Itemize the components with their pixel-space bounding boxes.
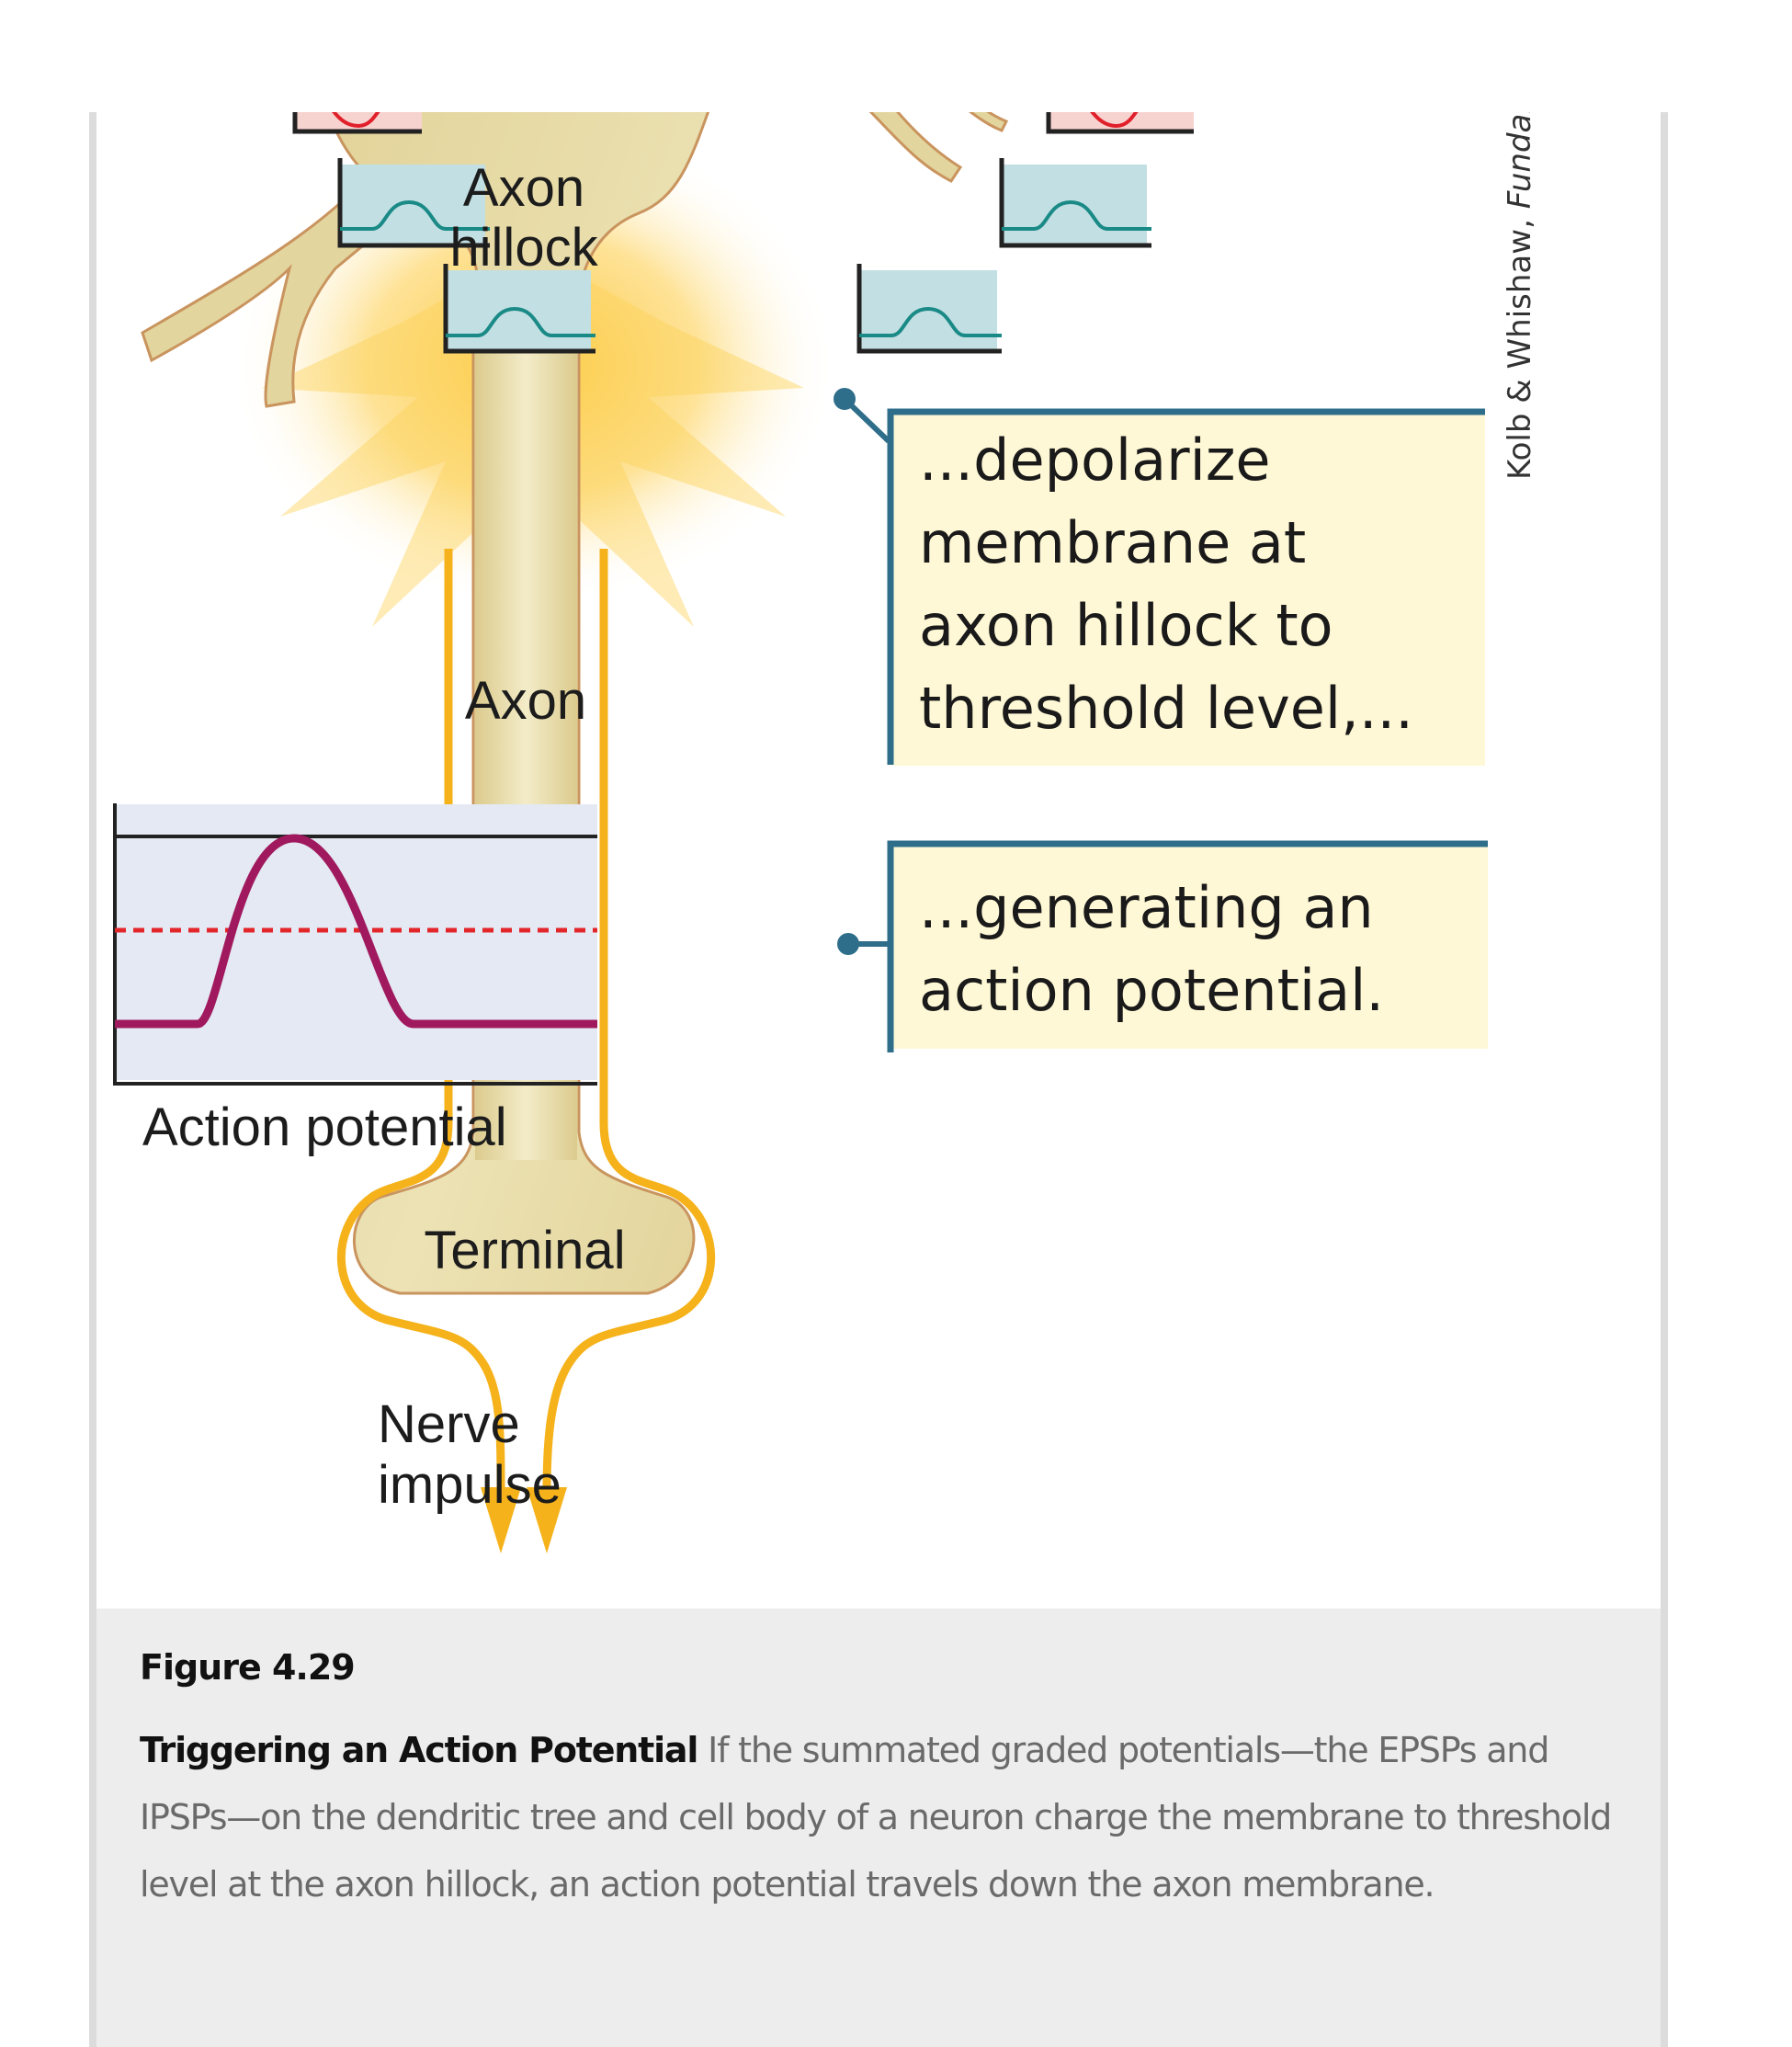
epsp-graph — [856, 264, 1002, 354]
nerve-impulse-path — [336, 549, 716, 1492]
impulse-arrowhead-right — [527, 1487, 567, 1553]
callout-line: action potential. — [919, 957, 1384, 1024]
label-nerve-impulse-2: impulse — [378, 1455, 561, 1515]
image-credit: Kolb & Whishaw, Fundam — [1502, 112, 1538, 480]
figure-number: Figure 4.29 — [140, 1647, 356, 1688]
epsp-graph — [999, 158, 1151, 248]
label-action-potential: Action potential — [142, 1097, 507, 1157]
label-axon: Axon — [465, 671, 586, 731]
callout-line: ...generating an — [919, 874, 1374, 941]
figure-illustration: Axon hillock Axon Terminal Nerve impulse… — [96, 112, 1661, 1609]
ipsp-graph — [1046, 112, 1194, 134]
label-axon-hillock: Axon — [463, 158, 584, 218]
figure-caption: Figure 4.29 Triggering an Action Potenti… — [96, 1609, 1661, 2047]
impulse-arrowhead-left — [481, 1487, 521, 1553]
ipsp-graph — [292, 112, 422, 134]
epsp-graph — [337, 158, 490, 248]
credit-title: Fundam — [1502, 112, 1538, 209]
label-terminal: Terminal — [424, 1221, 625, 1280]
caption-body: If the summated graded potentials—the EP… — [140, 1730, 1612, 1905]
action-potential-graph — [113, 803, 597, 1086]
callout-generating: ...generating an action potential. — [837, 840, 1488, 1052]
action-potential-trace — [115, 834, 597, 1029]
figure-card: Axon hillock Axon Terminal Nerve impulse… — [89, 112, 1668, 2047]
epsp-graph — [443, 264, 595, 354]
callout-line: membrane at — [919, 509, 1306, 576]
callout-depolarize: ...depolarize membrane at axon hillock t… — [834, 388, 1485, 766]
label-axon-hillock-2: hillock — [449, 218, 598, 278]
callout-line: axon hillock to — [919, 592, 1333, 659]
caption-title: Triggering an Action Potential — [140, 1730, 698, 1770]
caption-text: Triggering an Action Potential If the su… — [140, 1717, 1628, 1918]
dendrite-right — [868, 112, 1009, 183]
label-nerve-impulse: Nerve — [378, 1394, 520, 1454]
credit-authors: Kolb & Whishaw, — [1502, 209, 1538, 480]
callout-line: threshold level,... — [919, 675, 1413, 742]
callout-line: ...depolarize — [919, 426, 1271, 494]
